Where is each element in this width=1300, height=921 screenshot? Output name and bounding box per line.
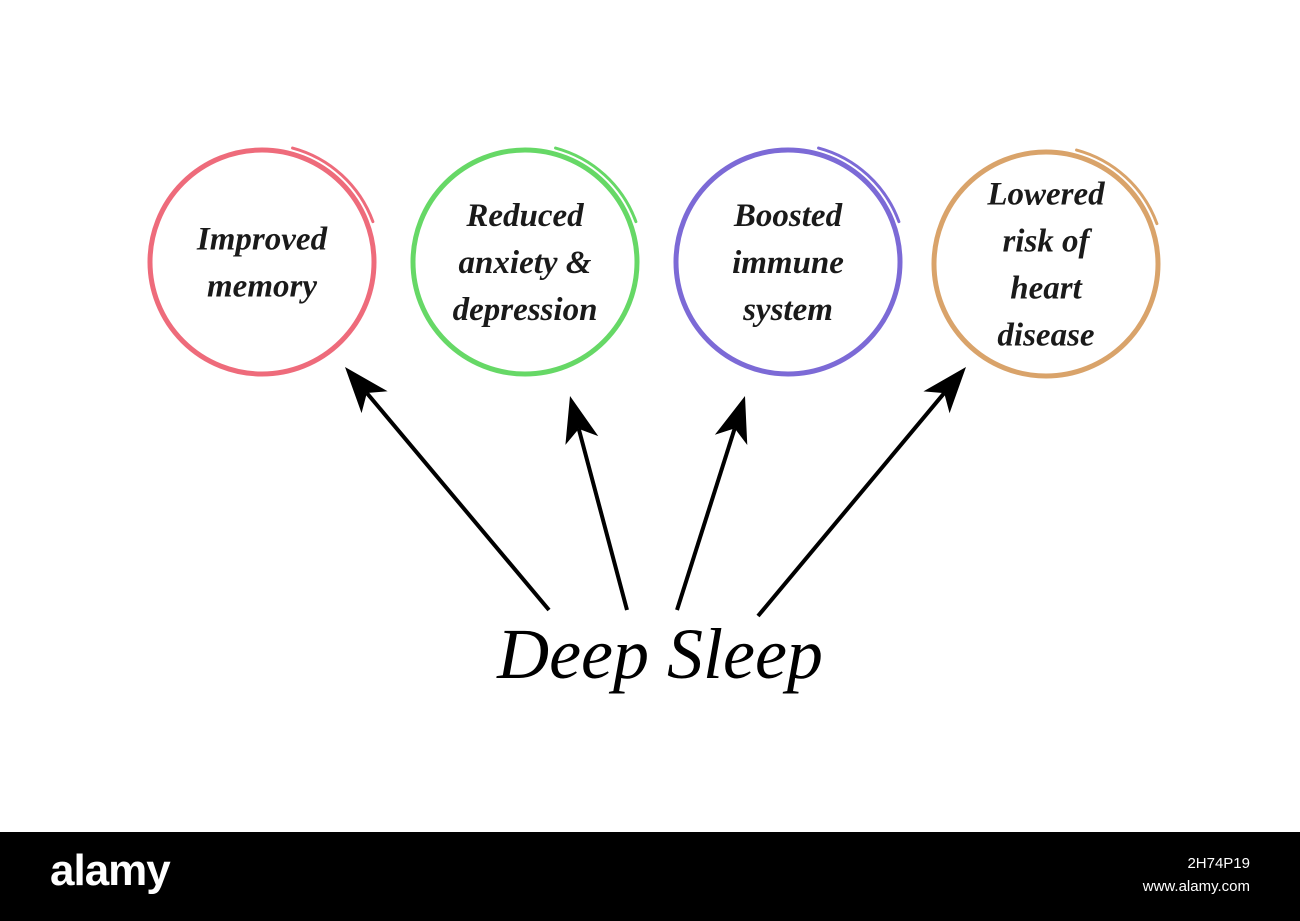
circle-brush-stroke [291,146,375,224]
benefit-label-line: heart [1010,271,1082,307]
arrow-head-icon [565,396,599,445]
benefit-circle [673,147,903,377]
benefit-circle [147,147,377,377]
arrow-shaft [576,428,629,611]
benefit-label-line: immune [732,245,844,281]
circle-brush-stroke [817,146,901,224]
benefit-label-line: disease [997,318,1094,354]
alamy-logo: alamy [50,846,171,895]
watermark-bar: alamy 2H74P19 www.alamy.com [0,832,1300,921]
deep-sleep-benefits-diagram: Improved memory Reduced anxiety & depression… [147,146,1161,694]
arrow-head-icon [923,367,966,414]
arrow-head-icon [345,367,388,414]
image-id: 2H74P19 [1187,855,1250,872]
benefit-node: Boosted immune system [673,146,903,377]
site-url: www.alamy.com [1142,878,1250,895]
benefit-label-line: risk of [1002,224,1092,260]
benefit-label-line: Boosted [733,198,843,234]
arrow-shaft [756,391,946,618]
benefit-label-line: Lowered [986,177,1105,213]
benefit-label-line: Reduced [465,198,584,234]
benefit-label-line: Improved [196,222,328,258]
benefit-label-line: anxiety & [459,245,592,281]
benefit-label-line: system [742,292,833,328]
benefit-node: Improved memory [147,146,377,377]
circle-brush-stroke [554,146,638,224]
benefit-label-line: memory [207,269,317,305]
arrow-head-icon [714,396,748,445]
watermark-info: 2H74P19 www.alamy.com [1143,852,1250,898]
deep-sleep-label: Deep Sleep [496,614,823,694]
circle-brush-stroke [1075,148,1159,226]
benefit-circle [931,149,1161,379]
benefit-label-line: depression [453,292,598,328]
arrow-shaft [675,427,737,611]
benefit-circle [410,147,640,377]
benefit-node: Reduced anxiety & depression [410,146,640,377]
arrow-shaft [365,391,551,612]
benefit-node: Lowered risk of heart disease [931,148,1161,379]
